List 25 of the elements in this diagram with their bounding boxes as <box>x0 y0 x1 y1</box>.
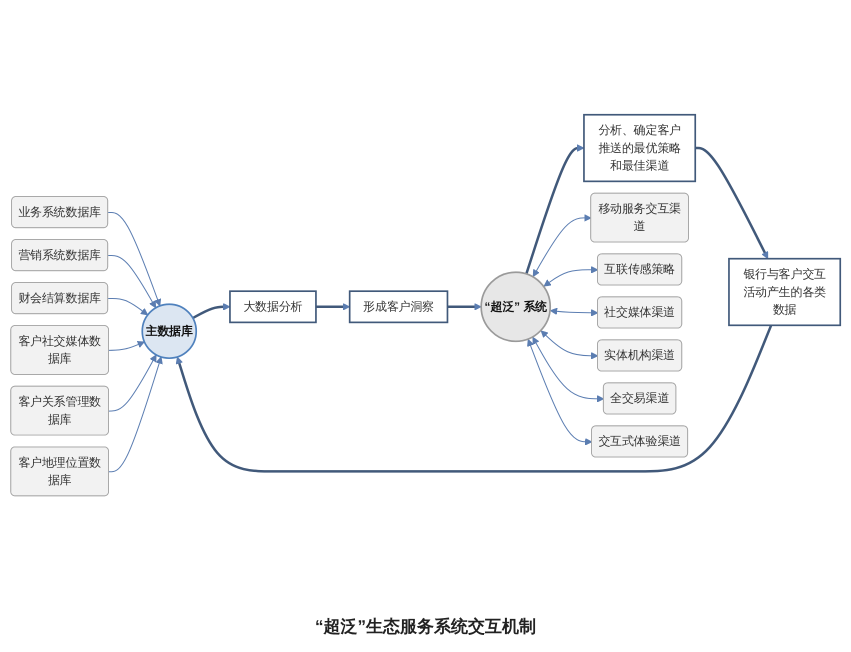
arrow <box>527 338 592 446</box>
arrow <box>108 340 145 351</box>
arrow <box>108 354 157 412</box>
arrow <box>540 330 598 360</box>
node-box: 分析、确定客户推送的最优策略和最佳渠道 <box>583 114 696 182</box>
node-box: 形成客户洞察 <box>348 290 448 323</box>
arrow <box>695 146 768 259</box>
arrow <box>192 302 230 319</box>
arrow <box>316 302 350 310</box>
arrow <box>176 324 772 472</box>
node-box: 银行与客户交互活动产生的各类数据 <box>728 258 842 326</box>
arrow <box>525 144 584 274</box>
arrow <box>108 254 156 308</box>
arrow <box>532 336 604 402</box>
arrow <box>532 214 592 277</box>
arrow <box>550 307 598 316</box>
diagram-caption: “超泛”生态服务系统交互机制 <box>314 616 537 638</box>
node-circle: “超泛” 系统 <box>480 271 552 342</box>
arrow <box>447 302 482 310</box>
arrow <box>108 212 162 306</box>
node-box: 大数据分析 <box>229 290 317 323</box>
arrow <box>108 298 148 315</box>
arrow <box>108 356 163 472</box>
arrow <box>544 266 598 286</box>
node-circle: 主数据库 <box>141 303 198 359</box>
